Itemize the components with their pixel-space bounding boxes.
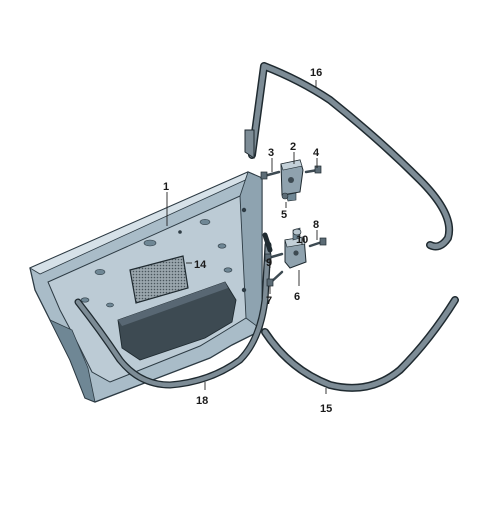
callout-10: 10 [296, 234, 308, 246]
callout-8: 8 [313, 219, 319, 231]
window-frame-seal [244, 62, 454, 251]
stud-5 [281, 192, 289, 200]
bolt-4 [304, 165, 322, 174]
callout-4: 4 [313, 147, 320, 159]
lower-door-seal [74, 232, 273, 389]
callout-6: 6 [294, 291, 300, 303]
bolt-3 [260, 170, 281, 180]
callout-2: 2 [290, 141, 296, 153]
upper-hinge [280, 159, 304, 202]
callout-7: 7 [266, 295, 272, 307]
callout-1: 1 [163, 181, 169, 193]
callout-18: 18 [196, 395, 208, 407]
callout-9: 9 [266, 257, 272, 269]
callout-5: 5 [281, 209, 287, 221]
leader-lines [166, 80, 327, 394]
bolt-9 [264, 252, 284, 262]
callout-16: 16 [310, 67, 322, 79]
lower-body-seal [261, 296, 459, 392]
callout-14: 14 [194, 259, 207, 271]
nut-10 [292, 228, 302, 236]
callout-15: 15 [320, 403, 332, 415]
insulation-mesh-panel [129, 255, 189, 304]
bolt-8 [308, 237, 327, 248]
callout-3: 3 [268, 147, 274, 159]
